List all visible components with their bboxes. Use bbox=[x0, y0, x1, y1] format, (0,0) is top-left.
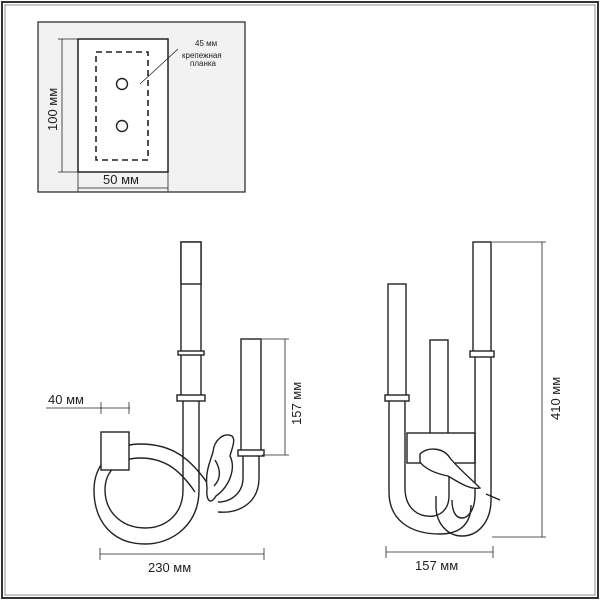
front-left-u-outer bbox=[388, 401, 472, 535]
bird-wing bbox=[213, 459, 221, 487]
side-depth-label: 40 мм bbox=[48, 392, 84, 407]
front-right-tube bbox=[472, 241, 492, 353]
bracket-note-line1: крепежная bbox=[182, 51, 222, 60]
front-left-tube-ring bbox=[384, 394, 410, 402]
mount-plate-detail: 45 мм крепежная планка 100 мм 50 мм bbox=[37, 21, 246, 193]
mount-hole-bottom bbox=[115, 119, 129, 133]
side-short-arm bbox=[217, 456, 260, 513]
side-view bbox=[93, 241, 265, 545]
side-tall-tube-cap bbox=[180, 241, 202, 285]
bird-ornament bbox=[205, 434, 235, 502]
side-short-tube bbox=[240, 338, 262, 455]
front-view-dimensions bbox=[385, 241, 546, 558]
hole-spacing-label: 45 мм bbox=[195, 39, 217, 48]
leader-line bbox=[139, 48, 179, 85]
front-view bbox=[384, 241, 501, 537]
side-arm-inner bbox=[93, 401, 209, 545]
front-height-label: 410 мм bbox=[548, 377, 563, 420]
side-wall-block bbox=[100, 431, 130, 471]
front-right-tube-ring bbox=[469, 350, 495, 358]
side-height-label: 157 мм bbox=[289, 382, 304, 425]
page-frame-inner bbox=[4, 4, 596, 596]
front-bird-ornament bbox=[419, 448, 482, 490]
front-width-label: 157 мм bbox=[415, 558, 458, 573]
side-width-label: 230 мм bbox=[148, 560, 191, 575]
front-left-tube bbox=[387, 283, 407, 397]
side-arm-outer bbox=[104, 401, 196, 529]
front-left-u-inner bbox=[404, 401, 450, 517]
plate-width-label: 50 мм bbox=[103, 172, 139, 187]
bracket-note-line2: планка bbox=[190, 59, 217, 68]
mount-hole-top bbox=[115, 77, 129, 91]
plate-height-label: 100 мм bbox=[45, 88, 60, 131]
mount-plate bbox=[77, 38, 169, 173]
side-tall-tube-ring-lower bbox=[176, 394, 206, 402]
front-right-u-outer bbox=[435, 357, 492, 537]
side-view-dimensions bbox=[46, 338, 289, 560]
side-short-tube-ring bbox=[237, 449, 265, 457]
front-bird-tail bbox=[485, 493, 501, 501]
front-right-u-inner bbox=[451, 357, 476, 519]
mounting-bracket-outline bbox=[95, 51, 149, 161]
side-tall-tube-ring-upper bbox=[177, 350, 205, 356]
